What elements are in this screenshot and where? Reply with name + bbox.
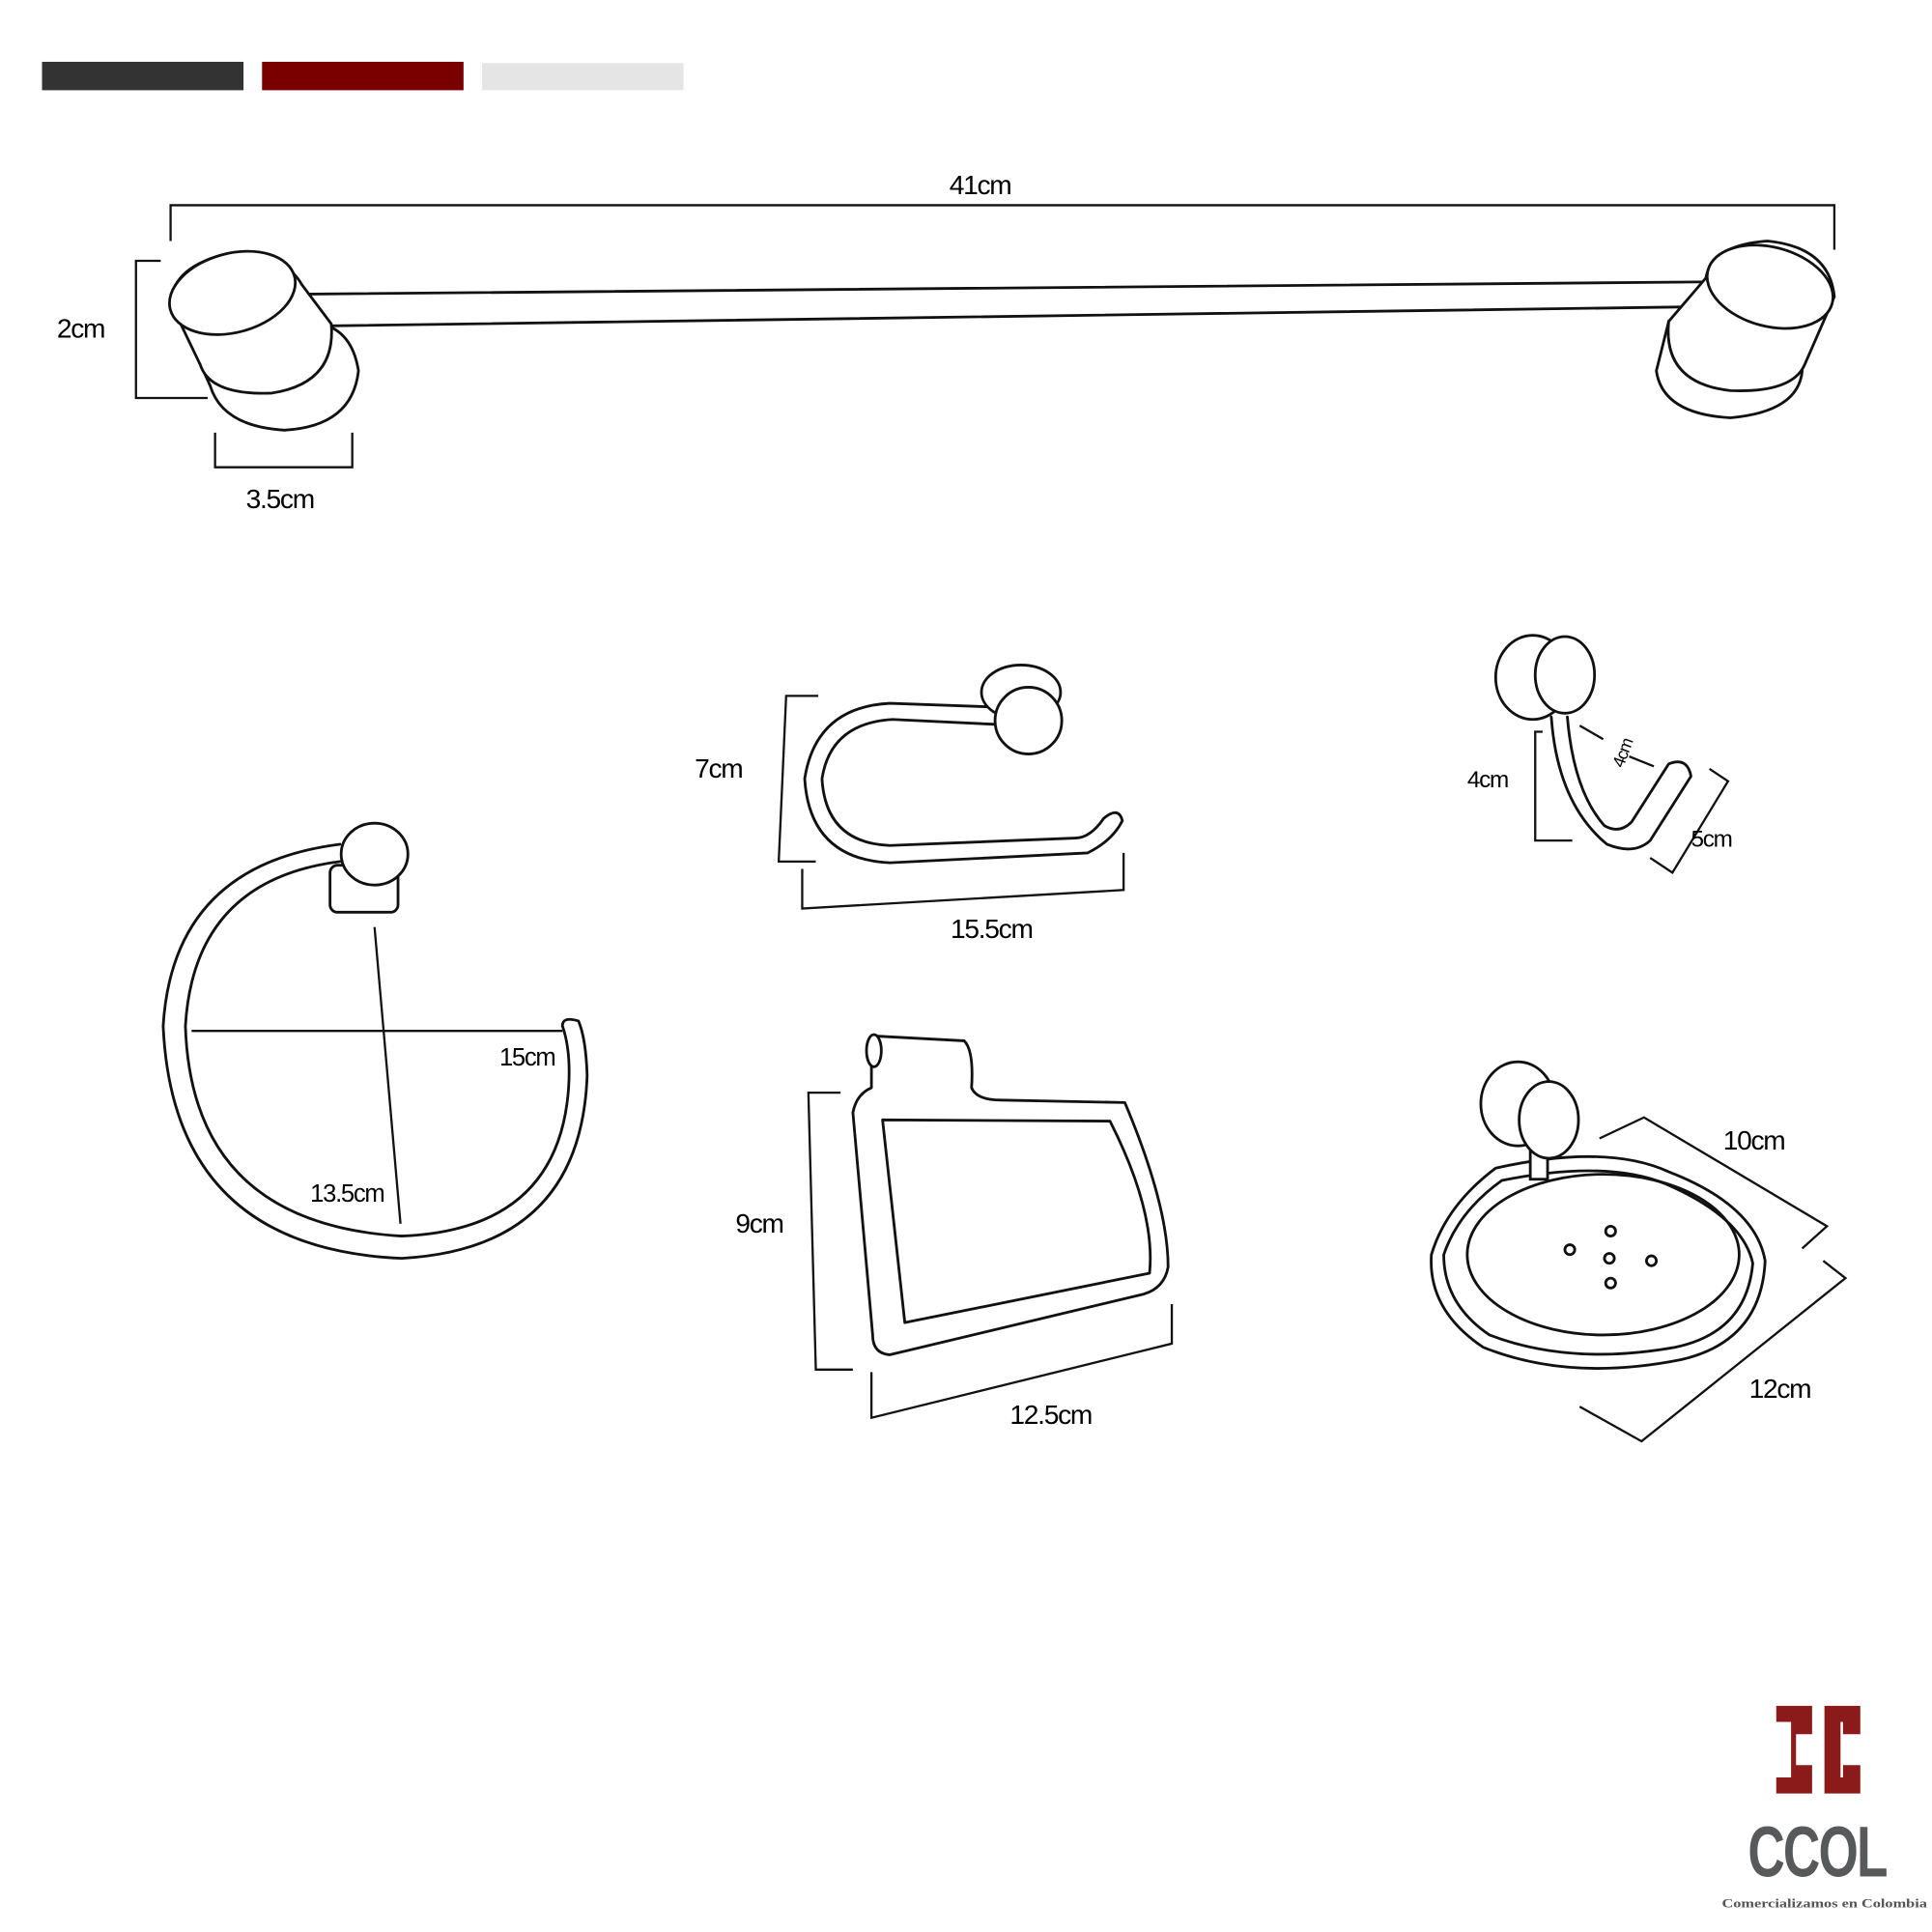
- soap-dish-width-label: 12cm: [1749, 1374, 1811, 1404]
- paper-holder-drawing: [777, 664, 1125, 910]
- towel-bar-height-label: 2cm: [57, 313, 104, 343]
- hand-towel-height-label: 9cm: [735, 1208, 782, 1238]
- hand-towel-width-label: 12.5cm: [1009, 1400, 1092, 1430]
- towel-ring-drawing: [161, 821, 589, 1261]
- logo-name: CCOL: [1747, 1811, 1887, 1891]
- hook-depth-label: 4cm: [1608, 736, 1636, 770]
- towel-bar-length-label: 41cm: [950, 170, 1011, 200]
- hook-height-label: 4cm: [1467, 767, 1508, 793]
- color-bar-dark: [42, 61, 244, 91]
- towel-bar-base-label: 3.5cm: [246, 484, 314, 514]
- logo-tagline: Comercializamos en Colombia: [1721, 1896, 1927, 1910]
- color-bar-red: [262, 61, 464, 91]
- color-bar-light: [482, 63, 684, 91]
- ccol-logo: CCOL Comercializamos en Colombia: [1721, 1705, 1928, 1910]
- hand-towel-holder-drawing: [807, 1033, 1174, 1420]
- hook-width-label: 5cm: [1690, 827, 1731, 853]
- towel-ring-width-label: 15cm: [499, 1044, 554, 1071]
- paper-holder-width-label: 15.5cm: [951, 914, 1033, 944]
- soap-dish-depth-label: 10cm: [1723, 1125, 1785, 1155]
- soap-dish-drawing: [1430, 1060, 1848, 1443]
- robe-hook-drawing: [1493, 634, 1730, 875]
- towel-ring-height-label: 13.5cm: [310, 1180, 384, 1208]
- paper-holder-height-label: 7cm: [695, 753, 742, 783]
- towel-bar-drawing: [134, 204, 1836, 469]
